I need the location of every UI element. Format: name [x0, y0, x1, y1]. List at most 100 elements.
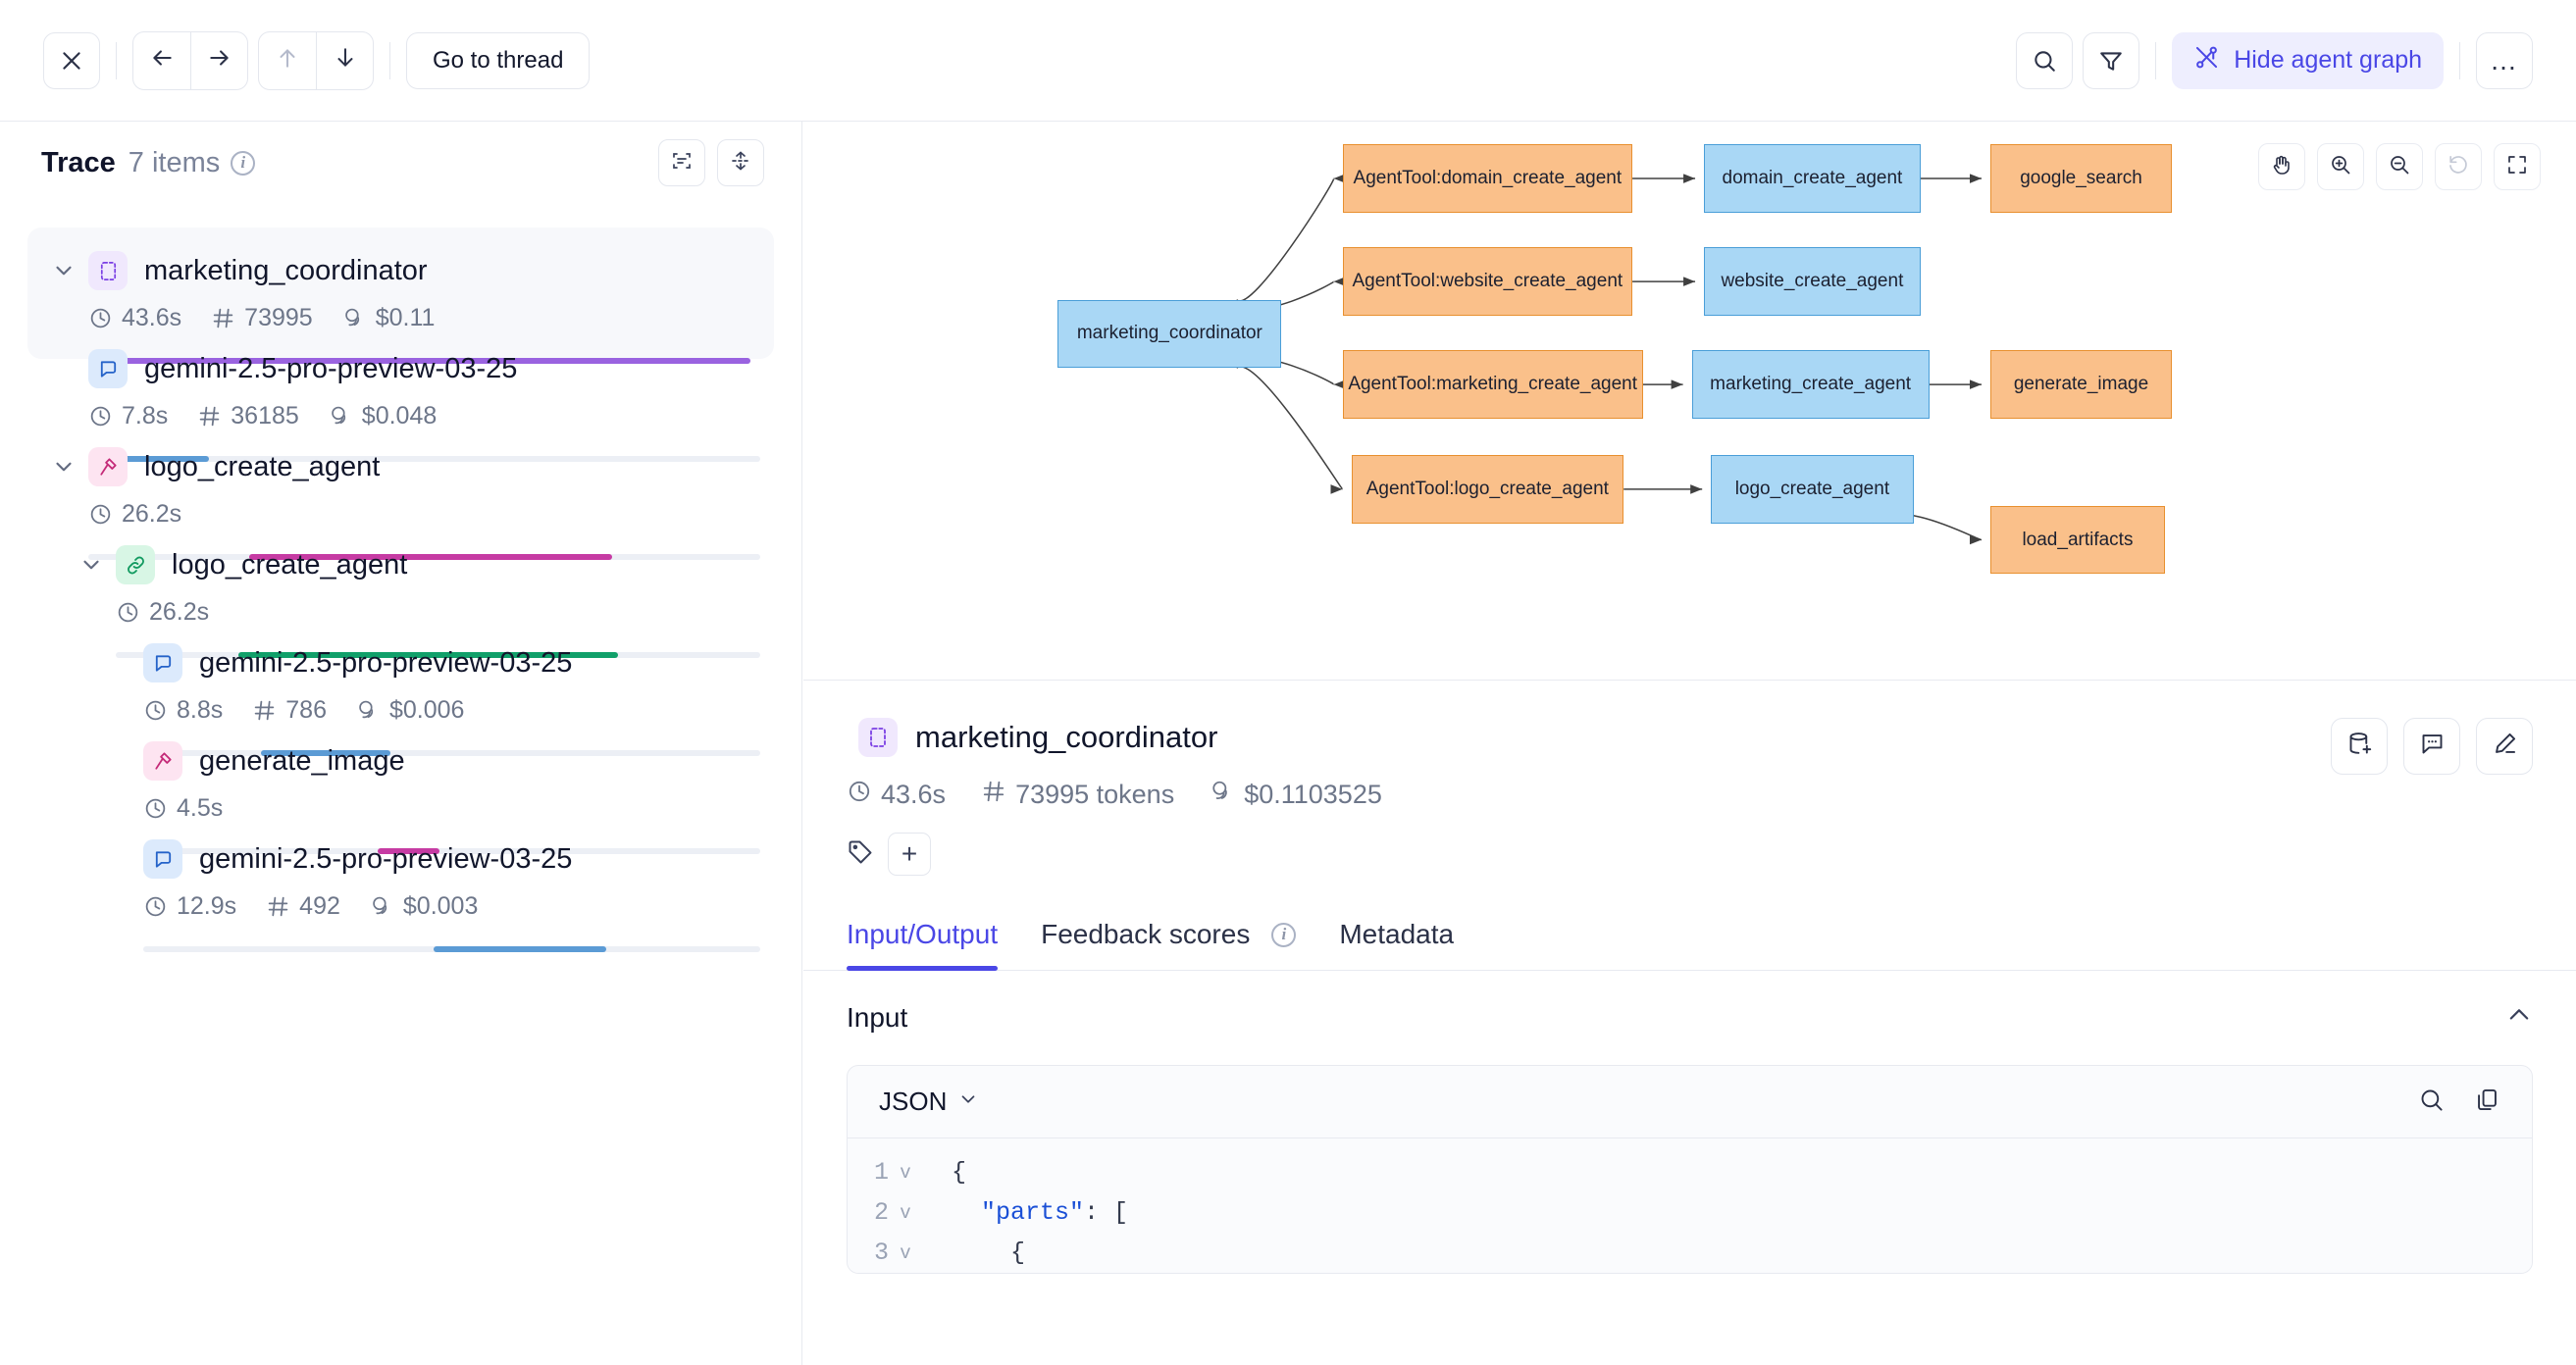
- add-tag-button[interactable]: +: [888, 833, 931, 876]
- code-fold-caret[interactable]: v: [900, 1201, 911, 1224]
- row-title: gemini-2.5-pro-preview-03-25: [106, 839, 774, 879]
- history-nav-group: [132, 30, 248, 90]
- filter-button[interactable]: [2083, 31, 2140, 89]
- zoom-in-icon: [2329, 153, 2352, 181]
- edit-button[interactable]: [2476, 718, 2533, 775]
- row-label: logo_create_agent: [172, 548, 408, 581]
- collapse-all-button[interactable]: [717, 139, 764, 186]
- row-duration-value: 7.8s: [122, 402, 169, 430]
- row-duration: 43.6s: [88, 304, 181, 332]
- add-to-dataset-button[interactable]: [2331, 718, 2388, 775]
- chevron-down-icon[interactable]: [78, 552, 104, 578]
- trace-tree-row[interactable]: generate_image 4.5s: [0, 718, 801, 854]
- graph-node-agenttool_marketing[interactable]: AgentTool:marketing_create_agent: [1342, 350, 1643, 419]
- row-duration: 8.8s: [143, 696, 223, 725]
- span-duration-bar: [143, 946, 760, 952]
- row-tokens-value: 786: [285, 696, 327, 724]
- info-icon[interactable]: i: [1271, 922, 1297, 947]
- back-button[interactable]: [133, 32, 190, 89]
- row-tokens-value: 36185: [231, 402, 299, 430]
- graph-node-load_artifacts[interactable]: load_artifacts: [1989, 505, 2165, 575]
- input-section-header[interactable]: Input: [847, 971, 2533, 1065]
- graph-node-domain_create_agent[interactable]: domain_create_agent: [1704, 144, 1921, 213]
- fullscreen-icon: [2505, 153, 2529, 181]
- row-cost: $0.11: [342, 304, 436, 332]
- clock-icon: [847, 779, 872, 811]
- trace-tree-row[interactable]: logo_create_agent 26.2s: [0, 424, 801, 560]
- go-to-thread-button[interactable]: Go to thread: [406, 31, 591, 89]
- comment-button[interactable]: [2403, 718, 2460, 775]
- row-duration: 26.2s: [116, 598, 209, 627]
- chevron-down-icon[interactable]: [51, 258, 77, 283]
- chevron-down-icon[interactable]: [51, 454, 77, 480]
- close-button[interactable]: [43, 31, 100, 89]
- zoom-out-button[interactable]: [2376, 143, 2423, 190]
- llm-bubble-icon: [143, 643, 182, 682]
- reset-view-button[interactable]: [2435, 143, 2482, 190]
- graph-node-google_search[interactable]: google_search: [1989, 144, 2173, 213]
- hide-agent-graph-button[interactable]: Hide agent graph: [2172, 31, 2444, 89]
- graph-node-marketing_coordinator[interactable]: marketing_coordinator: [1057, 299, 1282, 369]
- code-fold-caret[interactable]: v: [900, 1161, 911, 1184]
- arrow-down-icon: [333, 45, 358, 76]
- row-duration: 12.9s: [143, 892, 236, 921]
- arrow-left-icon: [149, 45, 175, 76]
- code-toolbar: JSON: [848, 1066, 2532, 1138]
- row-duration-value: 4.5s: [177, 794, 224, 822]
- language-select[interactable]: JSON: [879, 1087, 979, 1117]
- tab-metadata[interactable]: Metadata: [1339, 919, 1454, 970]
- graph-node-agenttool_website[interactable]: AgentTool:website_create_agent: [1342, 247, 1633, 316]
- row-label: gemini-2.5-pro-preview-03-25: [144, 352, 518, 384]
- graph-node-website_create_agent[interactable]: website_create_agent: [1704, 247, 1921, 316]
- row-duration: 26.2s: [88, 500, 181, 529]
- span-duration-bar-fill: [260, 750, 390, 756]
- tool-hammer-icon: [88, 447, 128, 486]
- tab-input-output[interactable]: Input/Output: [847, 919, 999, 971]
- graph-node-marketing_create_agent[interactable]: marketing_create_agent: [1691, 350, 1930, 419]
- code-line-text: {: [922, 1158, 967, 1187]
- graph-node-label: marketing_coordinator: [1076, 323, 1262, 344]
- fullscreen-button[interactable]: [2494, 143, 2541, 190]
- code-search-button[interactable]: [2418, 1087, 2445, 1118]
- code-copy-button[interactable]: [2474, 1087, 2500, 1118]
- trace-square-icon: [88, 251, 128, 290]
- zoom-in-button[interactable]: [2317, 143, 2364, 190]
- span-duration-bar: [143, 750, 760, 756]
- more-options-button[interactable]: …: [2476, 31, 2533, 89]
- pan-button[interactable]: [2258, 143, 2305, 190]
- row-tokens-value: 492: [299, 892, 340, 920]
- graph-node-agenttool_domain[interactable]: AgentTool:domain_create_agent: [1342, 144, 1633, 213]
- row-metrics: 26.2s: [51, 500, 774, 529]
- arrow-up-icon: [275, 45, 300, 76]
- previous-span-button[interactable]: [259, 32, 316, 89]
- search-button[interactable]: [2016, 31, 2074, 89]
- next-span-button[interactable]: [316, 31, 373, 89]
- span-duration-bar-fill: [237, 652, 619, 658]
- graph-node-generate_image[interactable]: generate_image: [1989, 350, 2173, 419]
- expand-all-button[interactable]: [658, 139, 705, 186]
- graph-node-logo_create_agent[interactable]: logo_create_agent: [1711, 455, 1914, 524]
- row-label: generate_image: [199, 744, 405, 777]
- code-fold-caret[interactable]: v: [900, 1241, 911, 1264]
- language-select-value: JSON: [879, 1087, 948, 1116]
- info-icon[interactable]: i: [231, 150, 256, 176]
- graph-node-agenttool_logo[interactable]: AgentTool:logo_create_agent: [1351, 455, 1624, 524]
- row-cost-value: $0.11: [375, 304, 436, 331]
- trace-tree-row[interactable]: logo_create_agent 26.2s: [0, 522, 801, 658]
- forward-button[interactable]: [190, 31, 247, 89]
- code-line-number: 2: [873, 1198, 889, 1227]
- reset-icon: [2447, 153, 2470, 181]
- span-duration-bar-fill: [88, 456, 210, 462]
- detail-cost: $0.1103525: [1210, 779, 1382, 811]
